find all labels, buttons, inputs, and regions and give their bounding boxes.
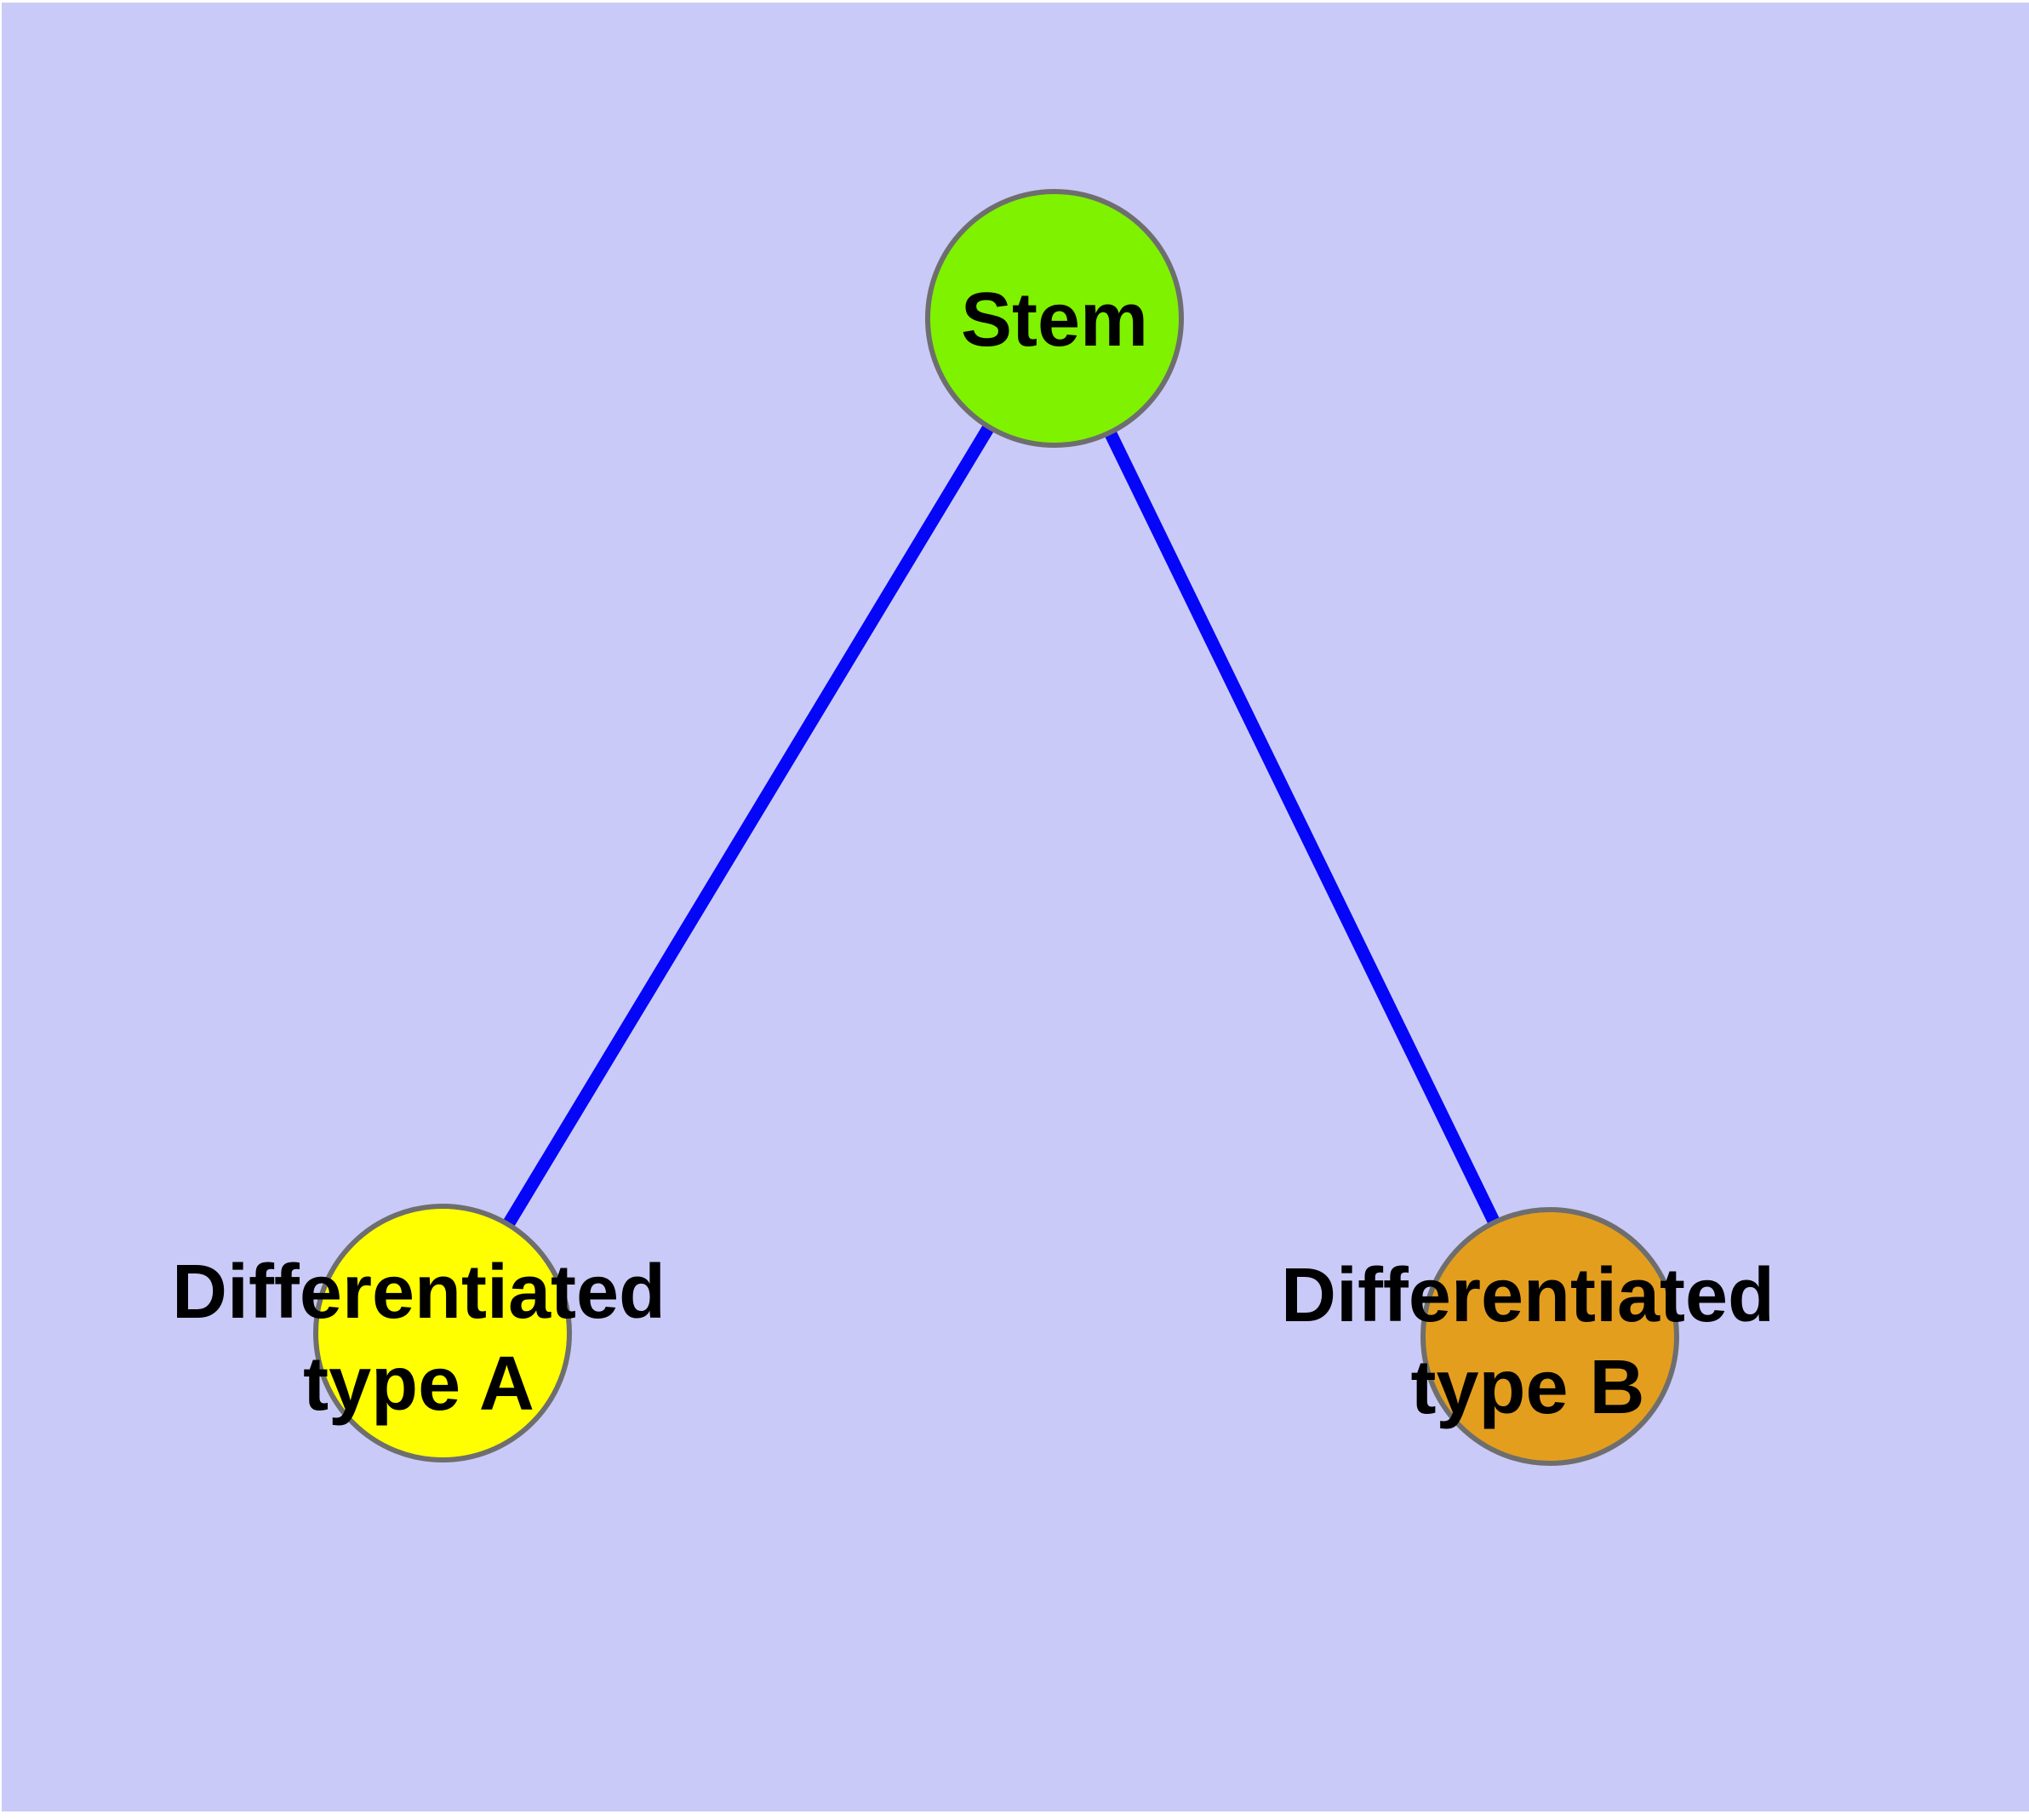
node-stem-label: Stem [961,278,1148,363]
node-type-b-label-line1: Differentiated [1281,1253,1775,1338]
node-differentiated-type-b [1420,1207,1679,1466]
node-type-a-label-line2: type A [303,1342,534,1427]
node-type-a-label-line1: Differentiated [172,1250,666,1335]
node-type-b-label-line2: type B [1410,1345,1644,1430]
node-stem [925,189,1184,448]
node-differentiated-type-a [313,1204,572,1462]
edge-stem-to-type-b [1049,315,1556,1340]
edge-stem-to-type-a [437,315,1060,1336]
